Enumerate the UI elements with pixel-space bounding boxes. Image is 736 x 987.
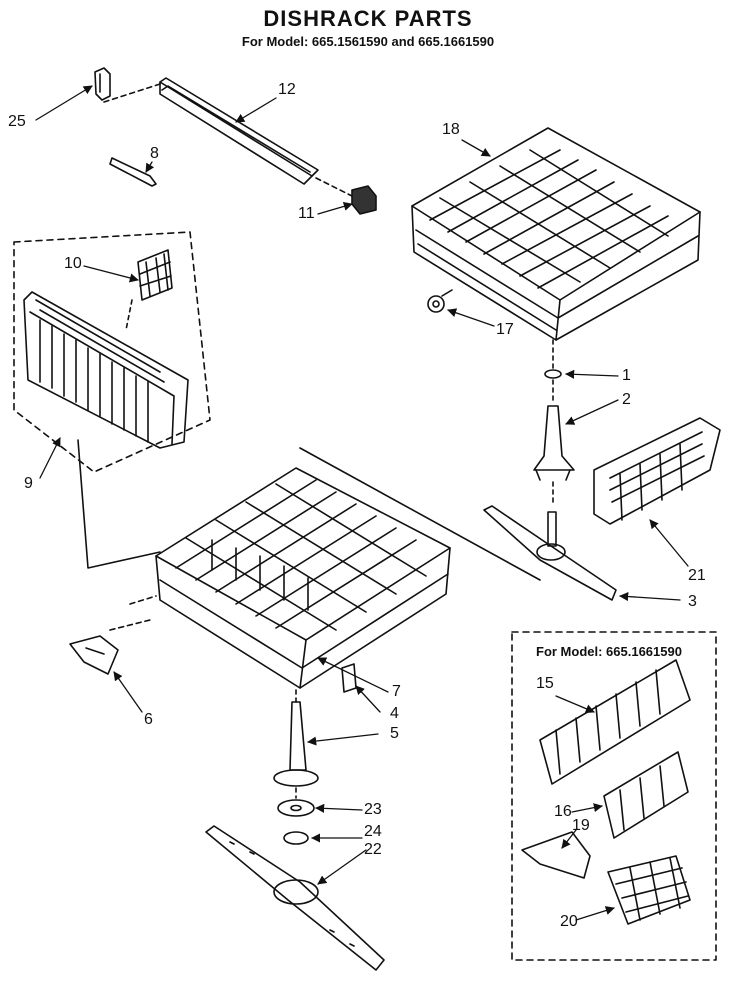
diagram-title: DISHRACK PARTS (263, 6, 473, 31)
callout-1: 1 (622, 367, 631, 384)
part-12-rail (159, 77, 319, 185)
part-16-tines (603, 751, 689, 839)
part-3-upper-spray-arm (483, 505, 617, 601)
dash-10 (125, 299, 133, 331)
part-5-lower-feed (273, 701, 319, 787)
line-9-lower (77, 439, 161, 569)
part-9-cutlery-basket (23, 291, 189, 449)
part-24-washer (283, 831, 309, 845)
callout-7: 7 (392, 683, 401, 700)
callout-8: 8 (150, 145, 159, 162)
part-6-wheel-clip (69, 635, 119, 675)
dash-25-12 (103, 83, 161, 103)
diagram-subtitle: For Model: 665.1561590 and 665.1661590 (241, 34, 495, 49)
callout-6: 6 (144, 711, 153, 728)
part-8-strip (109, 157, 157, 187)
callout-23: 23 (364, 801, 382, 818)
callout-12: 12 (278, 81, 296, 98)
part-21-basket (593, 417, 721, 525)
part-25-clip (94, 67, 111, 101)
callout-19: 19 (572, 817, 590, 834)
group-9-outline (13, 231, 211, 473)
callout-9: 9 (24, 475, 33, 492)
callout-15: 15 (536, 675, 554, 692)
part-2-feed-tube (533, 405, 575, 481)
part-23-seal (277, 799, 315, 817)
part-20-basket (607, 855, 691, 925)
callout-18: 18 (442, 121, 460, 138)
part-18-upper-rack (411, 127, 701, 341)
part-4-stud (341, 663, 357, 693)
part-7-lower-rack (155, 467, 451, 689)
part-22-lower-spray-arm (205, 825, 385, 971)
inset-outline (511, 631, 717, 961)
callout-25: 25 (8, 113, 26, 130)
dash-12-11 (315, 177, 353, 197)
part-19-bracket (521, 831, 591, 879)
part-10-basket-cover (137, 249, 173, 301)
callout-24: 24 (364, 823, 382, 840)
callout-2: 2 (622, 391, 631, 408)
part-15-tines (539, 659, 691, 785)
callout-17: 17 (496, 321, 514, 338)
part-11-cap (351, 185, 377, 215)
callout-3: 3 (688, 593, 697, 610)
callout-20: 20 (560, 913, 578, 930)
inset-title: For Model: 665.1661590 (536, 644, 682, 659)
callout-10: 10 (64, 255, 82, 272)
part-1-washer (544, 369, 562, 379)
line-lower-arm (299, 447, 541, 581)
callout-5: 5 (390, 725, 399, 742)
part-17-wheel (427, 289, 453, 313)
callout-11: 11 (298, 205, 315, 222)
callout-16: 16 (554, 803, 572, 820)
callout-4: 4 (390, 705, 399, 722)
callout-22: 22 (364, 841, 382, 858)
callout-21: 21 (688, 567, 706, 584)
